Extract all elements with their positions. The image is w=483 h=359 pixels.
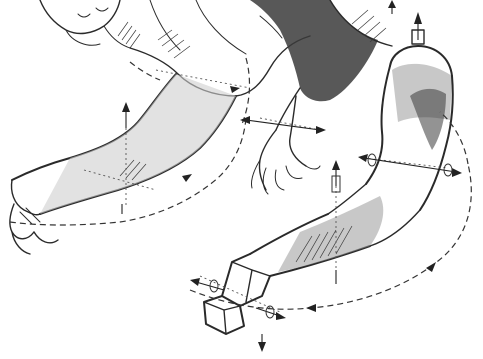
left-arm	[12, 74, 237, 215]
left-hand	[10, 204, 58, 254]
head-sketch	[40, 0, 140, 48]
